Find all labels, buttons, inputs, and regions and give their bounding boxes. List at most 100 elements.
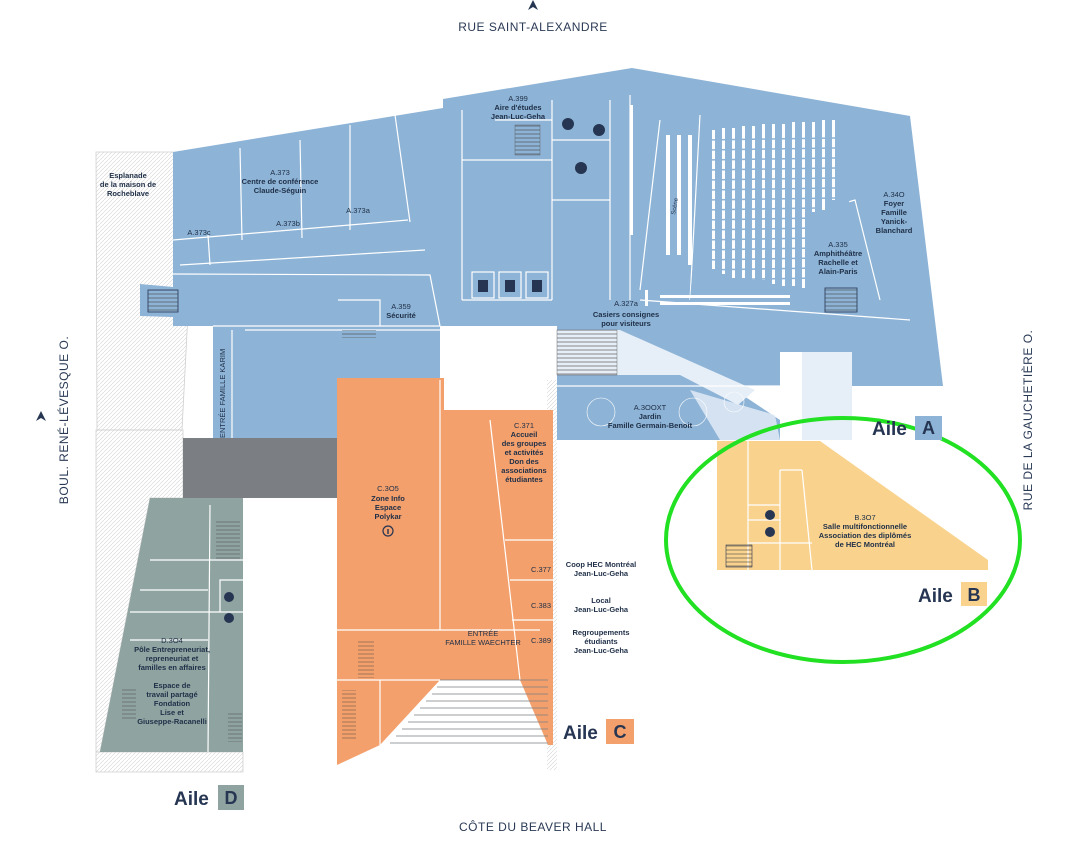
svg-text:ENTRÉE: ENTRÉE xyxy=(468,629,498,638)
svg-text:des groupes: des groupes xyxy=(502,439,547,448)
svg-text:de la maison de: de la maison de xyxy=(100,180,156,189)
accessible-icon xyxy=(593,124,605,136)
room-c383-name: Local Jean-Luc-Geha xyxy=(574,596,629,614)
room-a340: A.34O Foyer Famille Yanick- Blanchard xyxy=(876,190,913,235)
svg-text:C.3O5: C.3O5 xyxy=(377,484,399,493)
svg-text:D.3O4: D.3O4 xyxy=(161,636,183,645)
street-south: CÔTE DU BEAVER HALL xyxy=(459,819,607,834)
svg-text:Esplanade: Esplanade xyxy=(109,171,147,180)
svg-text:Salle multifonctionnelle: Salle multifonctionnelle xyxy=(823,522,907,531)
wing-a-label: Aile A xyxy=(872,416,942,440)
svg-text:Claude-Séguin: Claude-Séguin xyxy=(254,186,307,195)
svg-text:Blanchard: Blanchard xyxy=(876,226,913,235)
connector-corridor xyxy=(183,438,337,498)
svg-text:pour visiteurs: pour visiteurs xyxy=(601,319,651,328)
room-a327a: A.327a Casiers consignes pour visiteurs xyxy=(593,299,659,328)
restroom-icon xyxy=(224,592,234,623)
elevator-icon xyxy=(478,280,542,292)
svg-text:B.3O7: B.3O7 xyxy=(854,513,875,522)
wing-d-area xyxy=(100,498,243,753)
svg-text:Coop HEC Montréal: Coop HEC Montréal xyxy=(566,560,636,569)
svg-text:A.3OOXT: A.3OOXT xyxy=(634,403,667,412)
room-c377-code: C.377 xyxy=(531,565,551,574)
room-a373c: A.373c xyxy=(187,228,211,237)
wing-b-label: Aile B xyxy=(918,582,987,607)
wing-d-label: Aile D xyxy=(174,785,244,810)
stage-label: Scène xyxy=(671,197,680,215)
elevator-group xyxy=(471,271,549,299)
svg-text:Jean-Luc-Geha: Jean-Luc-Geha xyxy=(574,646,629,655)
svg-text:A.327a: A.327a xyxy=(614,299,639,308)
north-arrow-west-icon xyxy=(36,411,46,421)
svg-text:associations: associations xyxy=(501,466,546,475)
street-north: RUE SAINT-ALEXANDRE xyxy=(458,20,608,34)
room-a373: A.373 Centre de conférence Claude-Séguin xyxy=(242,168,319,195)
room-a373a: A.373a xyxy=(346,206,371,215)
svg-text:A.359: A.359 xyxy=(391,302,411,311)
svg-text:A: A xyxy=(922,418,935,438)
room-a399: A.399 Aire d'études Jean-Luc-Geha xyxy=(491,94,546,121)
svg-text:Famille: Famille xyxy=(881,208,907,217)
room-a373b: A.373b xyxy=(276,219,300,228)
entrance-waechter-label: ENTRÉE FAMILLE WAECHTER xyxy=(445,629,521,647)
garden-trees xyxy=(586,391,745,427)
amphitheatre-seating: Scène xyxy=(630,105,860,306)
svg-text:Espace: Espace xyxy=(375,503,401,512)
svg-text:travail partagé: travail partagé xyxy=(146,690,197,699)
svg-text:Accueil: Accueil xyxy=(511,430,538,439)
svg-text:repreneuriat et: repreneuriat et xyxy=(146,654,199,663)
svg-text:Famille Germain-Benoit: Famille Germain-Benoit xyxy=(608,421,693,430)
svg-text:et activités: et activités xyxy=(505,448,544,457)
svg-text:Espace de: Espace de xyxy=(153,681,190,690)
svg-text:Aire d'études: Aire d'études xyxy=(494,103,541,112)
stairs-icon xyxy=(147,124,858,376)
svg-text:Jean-Luc-Geha: Jean-Luc-Geha xyxy=(574,605,629,614)
svg-text:Don des: Don des xyxy=(509,457,539,466)
street-west: BOUL. RENÉ-LÉVESQUE O. xyxy=(56,336,71,504)
svg-text:familles en affaires: familles en affaires xyxy=(138,663,206,672)
room-c377-name: Coop HEC Montréal Jean-Luc-Geha xyxy=(566,560,636,578)
svg-text:C.371: C.371 xyxy=(514,421,534,430)
svg-text:Giuseppe-Racanelli: Giuseppe-Racanelli xyxy=(137,717,207,726)
svg-text:Association des diplômés: Association des diplômés xyxy=(819,531,912,540)
room-c389-code: C.389 xyxy=(531,636,551,645)
room-a335: A.335 Amphithéâtre Rachelle et Alain-Par… xyxy=(814,240,862,276)
svg-text:Local: Local xyxy=(591,596,611,605)
svg-text:Polykar: Polykar xyxy=(374,512,401,521)
svg-text:A.335: A.335 xyxy=(828,240,848,249)
svg-text:FAMILLE WAECHTER: FAMILLE WAECHTER xyxy=(445,638,521,647)
wing-c-label: Aile C xyxy=(563,719,634,744)
svg-text:Centre de conférence: Centre de conférence xyxy=(242,177,319,186)
svg-text:étudiantes: étudiantes xyxy=(505,475,543,484)
street-east: RUE DE LA GAUCHETIÈRE O. xyxy=(1020,330,1035,511)
svg-text:B: B xyxy=(968,585,981,605)
restroom-icon xyxy=(765,510,775,537)
svg-text:Aile: Aile xyxy=(174,789,209,810)
svg-text:A.34O: A.34O xyxy=(883,190,904,199)
svg-text:Fondation: Fondation xyxy=(154,699,191,708)
svg-text:Sécurité: Sécurité xyxy=(386,311,416,320)
highlight-wing-b xyxy=(664,416,1022,664)
room-c305: C.3O5 Zone Info Espace Polykar xyxy=(371,484,405,521)
room-b307: B.3O7 Salle multifonctionnelle Associati… xyxy=(819,513,912,549)
svg-text:Pôle Entrepreneuriat,: Pôle Entrepreneuriat, xyxy=(134,645,210,654)
room-c383-code: C.383 xyxy=(531,601,551,610)
svg-text:Jardin: Jardin xyxy=(639,412,662,421)
svg-text:Rachelle et: Rachelle et xyxy=(818,258,858,267)
info-icon xyxy=(382,525,394,537)
svg-text:Foyer: Foyer xyxy=(884,199,905,208)
svg-text:de HEC Montréal: de HEC Montréal xyxy=(835,540,895,549)
svg-text:Lise et: Lise et xyxy=(160,708,184,717)
restroom-icon xyxy=(562,118,587,174)
room-d304: D.3O4 Pôle Entrepreneuriat, repreneuriat… xyxy=(134,636,210,726)
svg-text:Aile: Aile xyxy=(872,419,907,440)
north-arrow-icon xyxy=(528,0,538,10)
room-c371: C.371 Accueil des groupes et activités D… xyxy=(501,421,546,484)
svg-text:Jean-Luc-Geha: Jean-Luc-Geha xyxy=(574,569,629,578)
svg-text:étudiants: étudiants xyxy=(584,637,617,646)
svg-text:A.373: A.373 xyxy=(270,168,290,177)
room-a359: A.359 Sécurité xyxy=(386,302,416,320)
entrance-karim-label: ENTRÉE FAMILLE KARIM xyxy=(218,349,227,438)
svg-text:C: C xyxy=(614,722,627,742)
